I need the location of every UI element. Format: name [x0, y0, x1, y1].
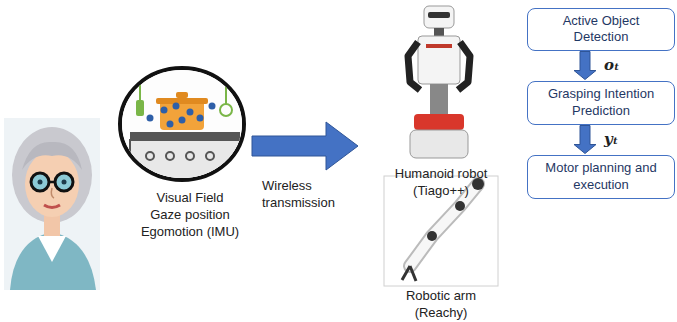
caption-label: Robotic arm (Reachy) [386, 288, 496, 322]
visual-field [120, 68, 244, 180]
signal-label: oₜ [602, 57, 622, 74]
caption-label: Humanoid robot (Tiago++) [386, 166, 496, 200]
block-arrow [574, 52, 596, 80]
process-box: Active Object Detection [527, 8, 675, 51]
woman-figure [4, 118, 100, 290]
signal-label: yₜ [602, 131, 620, 148]
transmission-arrow [252, 122, 358, 170]
caption-label: Visual Field [130, 190, 250, 207]
box-text: Active Object Detection [534, 13, 668, 46]
block-arrow [574, 126, 596, 154]
caption-label: Wireless transmission [262, 178, 354, 212]
tiago-robot [408, 6, 470, 158]
process-box: Motor planning and execution [527, 155, 675, 199]
process-box: Grasping Intention Prediction [527, 81, 675, 125]
box-text: Motor planning and execution [534, 160, 668, 193]
box-text: Grasping Intention Prediction [534, 86, 668, 119]
caption-label: Egomotion (IMU) [124, 224, 256, 241]
caption-label: Gaze position [130, 207, 250, 224]
